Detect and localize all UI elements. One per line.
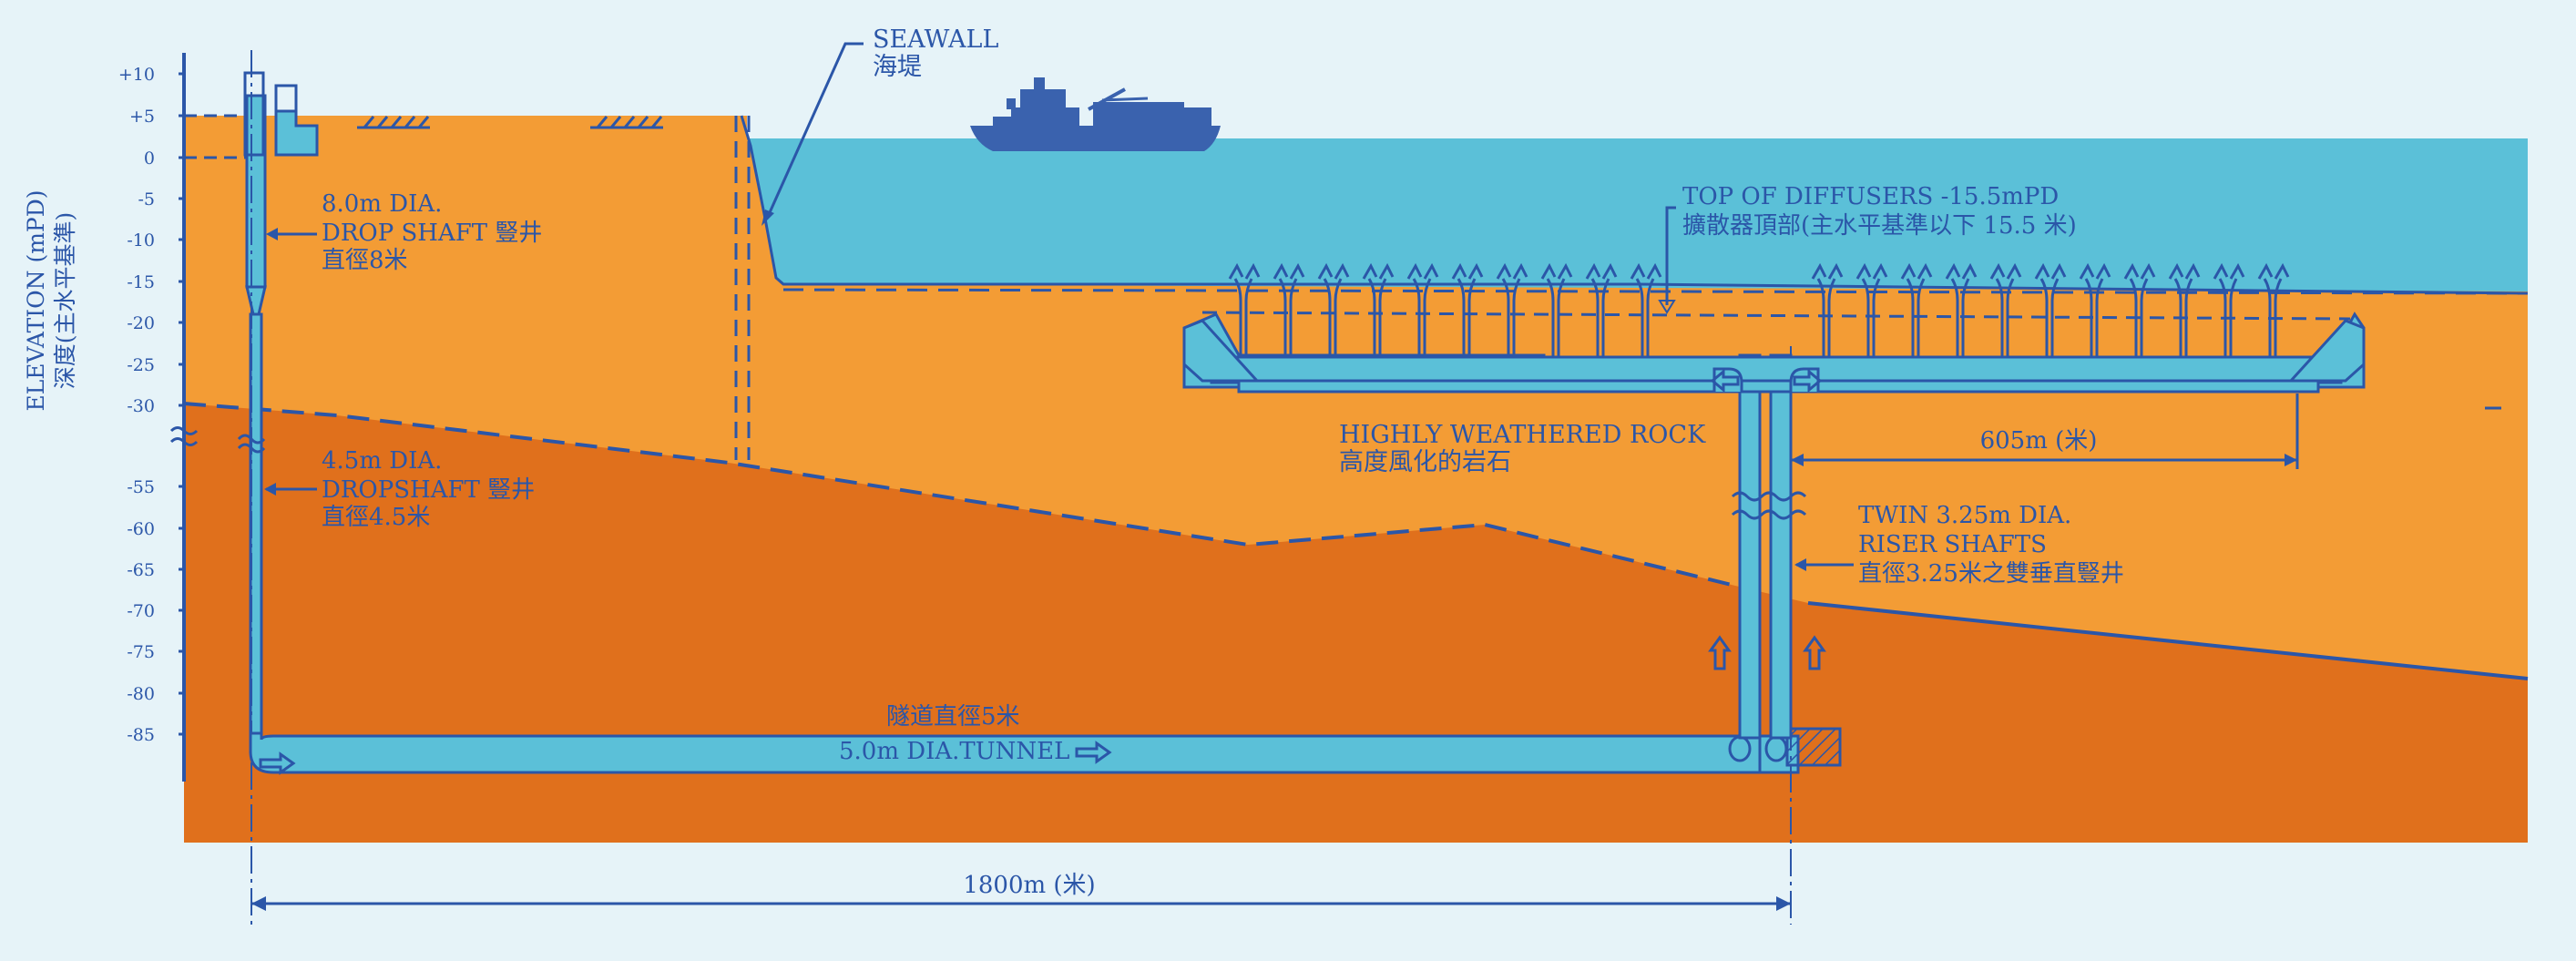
tick-m55: -55 xyxy=(127,477,155,497)
diffuser-riser xyxy=(2123,262,2156,357)
diffuser-riser xyxy=(2079,262,2111,357)
diffuser-riser xyxy=(2257,262,2290,357)
rock-label-zh: 高度風化的岩石 xyxy=(1339,448,1511,476)
diffusers-callout: TOP OF DIFFUSERS -15.5mPD 擴散器頂部(主水平基準以下 … xyxy=(1658,183,2077,314)
riser-shaft-a xyxy=(1738,353,1762,740)
shaft-inlet xyxy=(274,109,319,157)
dist-1800-label: 1800m (米) xyxy=(963,872,1095,899)
tick-m20: -20 xyxy=(127,313,155,333)
diffuser-riser xyxy=(1228,262,1261,357)
riser-line2: RISER SHAFTS xyxy=(1858,531,2047,558)
dist-605-label: 605m (米) xyxy=(1980,427,2098,455)
ground-mark-1 xyxy=(357,116,430,129)
axis-break-mark xyxy=(169,426,199,446)
diffuser-riser xyxy=(1855,262,1888,357)
tick-m85: -85 xyxy=(127,725,155,745)
ground-mark-2 xyxy=(590,116,663,129)
flow-arrow-right-icon xyxy=(1793,368,1823,394)
drop45-line3: 直徑4.5米 xyxy=(322,504,430,531)
diffuser-riser xyxy=(1811,262,1844,357)
diffuser-riser xyxy=(1585,262,1618,357)
shaft-break-mark xyxy=(237,434,266,454)
drop8-line1: 8.0m DIA. xyxy=(322,190,442,218)
rock-boundary-solid xyxy=(1807,601,2529,680)
riser-line3: 直徑3.25米之雙垂直豎井 xyxy=(1858,560,2124,588)
flow-arrow-left-icon xyxy=(1710,368,1740,394)
drop-shaft-4-5m-callout: 4.5m DIA. DROPSHAFT 豎井 直徑4.5米 xyxy=(264,447,535,531)
diffuser-riser xyxy=(1451,262,1484,357)
diffusers-line2: 擴散器頂部(主水平基準以下 15.5 米) xyxy=(1682,212,2077,240)
axis-title: ELEVATION (mPD) 深度(主水平基準) xyxy=(23,189,78,411)
riser-break-mark xyxy=(1731,491,1807,520)
tick-m10: -10 xyxy=(127,230,155,250)
rock-boundary-line xyxy=(183,402,1736,588)
diffuser-riser xyxy=(1317,262,1350,357)
diffuser-riser xyxy=(1945,262,1978,357)
dimension-605m: 605m (米) xyxy=(1791,394,2299,469)
riser-shaft-b xyxy=(1769,353,1793,740)
tick-m30: -30 xyxy=(127,396,155,416)
diffuser-riser xyxy=(2213,262,2245,357)
tick-p5: +5 xyxy=(129,107,155,127)
drop45-line1: 4.5m DIA. xyxy=(322,447,442,475)
manifold-lower-pipe xyxy=(1237,379,2320,394)
drop8-line2: DROP SHAFT 豎井 xyxy=(322,220,542,247)
diffuser-riser xyxy=(2168,262,2201,357)
sea-water xyxy=(747,138,2528,291)
up-arrow-icon xyxy=(1708,635,1732,670)
diffuser-riser xyxy=(1989,262,2022,357)
ship-icon xyxy=(970,77,1221,151)
tunnel-label-zh: 隧道直徑5米 xyxy=(886,703,1020,731)
diffuser-riser xyxy=(1900,262,1933,357)
axis-tick-marks xyxy=(179,72,184,736)
drop-shaft-8m-callout: 8.0m DIA. DROP SHAFT 豎井 直徑8米 xyxy=(266,190,542,274)
riser-callout: TWIN 3.25m DIA. RISER SHAFTS 直徑3.25米之雙垂直… xyxy=(1794,502,2124,588)
drop8-line3: 直徑8米 xyxy=(322,247,408,274)
diffusers-line1: TOP OF DIFFUSERS -15.5mPD xyxy=(1682,183,2059,210)
tick-p10: +10 xyxy=(118,65,155,85)
diffuser-riser xyxy=(1273,262,1305,357)
manifold-end-right xyxy=(2287,319,2366,383)
seawall-label-en: SEAWALL xyxy=(873,26,998,54)
diffuser-riser xyxy=(1630,262,1662,357)
tick-0: 0 xyxy=(144,148,155,169)
manifold-end-left xyxy=(1182,319,1261,383)
axis-title-zh: 深度(主水平基準) xyxy=(52,212,78,390)
diffuser-pipe xyxy=(1210,355,2343,384)
tunnel-label-en: 5.0m DIA.TUNNEL xyxy=(839,738,1069,765)
right-arrow-icon-2 xyxy=(259,751,296,775)
shaft-headframe-a xyxy=(243,71,265,157)
seabed-dashed-line xyxy=(782,288,2529,295)
axis-title-en: ELEVATION (mPD) xyxy=(23,189,49,411)
diffuser-risers xyxy=(1228,262,2290,357)
tick-m15: -15 xyxy=(127,272,155,292)
diffuser-top-dashed xyxy=(1201,311,2351,321)
seawall-label-zh: 海堤 xyxy=(873,53,922,81)
tick-m70: -70 xyxy=(127,601,155,621)
right-arrow-icon xyxy=(1075,741,1112,764)
weathered-rock-layer xyxy=(184,404,2528,843)
tick-m25: -25 xyxy=(127,355,155,375)
diffuser-riser xyxy=(2034,262,2067,357)
diffuser-riser xyxy=(1406,262,1439,357)
up-arrow-icon-2 xyxy=(1803,635,1826,670)
tunnel-end-hatch xyxy=(1785,727,1842,767)
tick-m80: -80 xyxy=(127,684,155,704)
diffuser-riser xyxy=(1540,262,1573,357)
diffuser-riser xyxy=(1496,262,1528,357)
tick-m75: -75 xyxy=(127,642,155,662)
riser-line1: TWIN 3.25m DIA. xyxy=(1858,502,2071,529)
rock-label-en: HIGHLY WEATHERED ROCK xyxy=(1339,421,1706,449)
tick-m60: -60 xyxy=(127,519,155,539)
tick-m5: -5 xyxy=(138,189,155,210)
seawall-callout: SEAWALL 海堤 xyxy=(762,26,998,226)
dimension-1800m: 1800m (米) xyxy=(251,872,1791,911)
drop45-line2: DROPSHAFT 豎井 xyxy=(322,476,535,504)
tick-m65: -65 xyxy=(127,560,155,580)
diffuser-riser xyxy=(1362,262,1395,357)
